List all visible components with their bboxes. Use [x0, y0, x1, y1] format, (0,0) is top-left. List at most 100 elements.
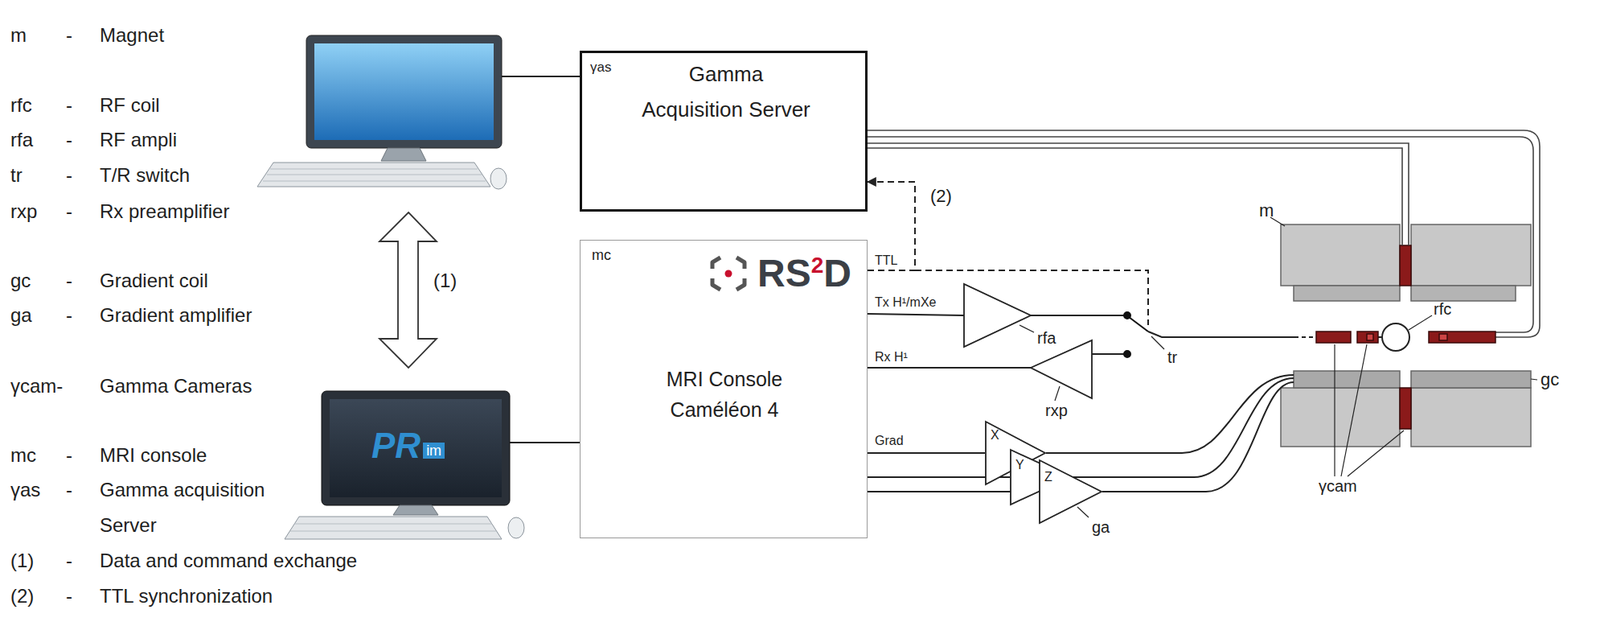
rx-preamplifier [1030, 340, 1092, 398]
legend-text: Gamma Cameras [99, 374, 252, 398]
part-label: rfa [1037, 328, 1056, 348]
network-link [501, 76, 580, 443]
gamma-camera [1366, 333, 1374, 341]
legend-key: γcam- [10, 374, 63, 398]
prim-logo: PRim [371, 427, 445, 464]
workstation [290, 523, 497, 531]
signal-name: Tx H¹/mXe [874, 294, 936, 310]
magnet [1280, 387, 1400, 447]
gradient-coil [1293, 370, 1531, 388]
legend-key: ga [10, 303, 33, 328]
legend-key: m [10, 24, 27, 48]
logo-text: im [422, 442, 445, 459]
part-label: rfc [1433, 299, 1452, 319]
rs2d-logo-icon [712, 257, 745, 290]
legend-dash: - [65, 549, 73, 573]
box-tag: mc [591, 246, 612, 265]
signal-wire [867, 451, 985, 454]
channel-label: X [990, 426, 1000, 443]
workstation [284, 390, 525, 539]
legend-key: mc [10, 443, 37, 468]
rf-wire [867, 313, 965, 316]
rx-preamplifier [1030, 340, 1092, 398]
leader-line [1347, 430, 1404, 476]
legend-dash: - [65, 164, 73, 188]
amplifier-triangle: Z [1038, 459, 1103, 524]
legend-text: Magnet [99, 24, 165, 48]
legend-key: tr [10, 164, 23, 188]
logo-text: 2 [811, 254, 825, 277]
rs2d-logo: RS2D [757, 254, 852, 293]
legend-dash: - [65, 443, 73, 468]
legend-text: Gradient amplifier [99, 303, 252, 328]
workstation [284, 516, 502, 539]
magnet [1411, 224, 1531, 286]
logo-text: D [823, 254, 852, 293]
workstation [306, 35, 502, 148]
legend-text: RF coil [99, 94, 160, 118]
magnet [1411, 285, 1516, 301]
magnet [1293, 285, 1400, 301]
logo-text: RS [757, 254, 812, 293]
legend-key: (1) [10, 549, 34, 573]
part-label: rxp [1045, 400, 1068, 420]
tr-switch [1124, 311, 1149, 357]
workstation [262, 168, 486, 181]
workstation [257, 162, 491, 187]
part-label: ga [1091, 516, 1110, 537]
legend-dash: - [65, 24, 73, 48]
logo-text: PR [371, 427, 421, 464]
rf-amplifier [964, 283, 1031, 347]
workstation [490, 168, 507, 189]
tr-switch [1128, 316, 1149, 332]
legend-key: rxp [10, 200, 37, 224]
legend-text: Rx preamplifier [99, 200, 230, 224]
legend-dash: - [65, 200, 73, 224]
gamma-camera [1357, 331, 1379, 343]
legend-text: Gradient coil [99, 269, 209, 293]
part-label: m [1259, 200, 1274, 222]
sync-connector [867, 181, 915, 271]
box-tag: γas [590, 59, 612, 76]
triangle-outline [1038, 459, 1103, 524]
magnet [1280, 224, 1531, 447]
cable [867, 147, 1403, 246]
edge-label: (2) [928, 185, 954, 207]
workstation [381, 147, 427, 161]
rs2d-logo-icon [736, 257, 745, 269]
legend-dash: - [65, 128, 73, 152]
legend-dash: - [65, 584, 73, 608]
rf-amplifier [964, 283, 1031, 347]
rf-wire [1294, 336, 1317, 338]
rf-coil [1382, 323, 1410, 351]
exchange-arrow [379, 212, 437, 368]
legend-key: rfa [10, 128, 33, 152]
rs2d-logo-icon [736, 278, 745, 290]
exchange-arrow [379, 212, 437, 368]
legend-key: (2) [10, 584, 34, 608]
gradient-coil [1411, 370, 1531, 388]
legend-key: γas [10, 478, 41, 502]
rs2d-logo-icon [712, 278, 721, 290]
rf-coil [1382, 323, 1410, 351]
network-link [509, 441, 580, 444]
part-label: gc [1540, 369, 1559, 390]
rf-wire [867, 366, 1031, 369]
workstation [329, 398, 502, 497]
gradient-coil [1293, 370, 1400, 388]
legend-text: MRI console [99, 443, 207, 468]
leader-line [1019, 217, 1538, 517]
tr-switch [1124, 350, 1131, 357]
workstation [321, 390, 510, 505]
legend-text: TTL synchronization [99, 584, 273, 608]
box-title: MRI Console Caméléon 4 [660, 363, 789, 425]
gamma-camera [1399, 387, 1412, 429]
legend-key: gc [10, 269, 31, 293]
gamma-camera [1439, 333, 1448, 341]
ttl-wire [914, 270, 1149, 325]
rs2d-logo-icon [712, 257, 721, 269]
triangle-outline [1039, 459, 1102, 523]
legend-dash: - [65, 478, 73, 502]
part-label: tr [1167, 347, 1178, 367]
workstation [508, 516, 525, 538]
